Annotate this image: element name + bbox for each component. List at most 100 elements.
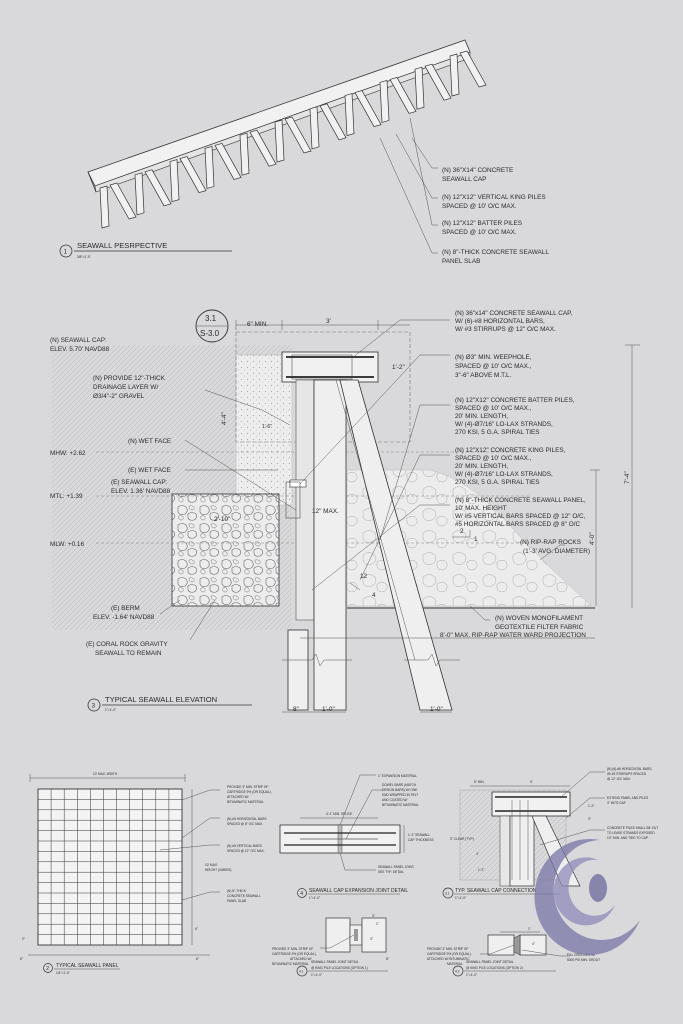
callout-king-l1: (N) 12"X12" VERTICAL KING PILES (442, 194, 546, 201)
note-panel-l4: #5 HORIZONTAL BARS SPACED @ 8" O/C (455, 521, 580, 528)
note-king-l2: SPACED @ 10' O/C MAX., (455, 455, 532, 462)
j1-dim-c: 3" (370, 937, 373, 941)
detail-title: TYPICAL SEAWALL ELEVATION (105, 695, 217, 704)
panel-note-slab-l1: (N) 8"-THICK (227, 889, 247, 893)
detail-title-l2: @ KING PILE LOCATIONS (OPTION 2) (466, 966, 523, 970)
batter-pile (144, 169, 172, 207)
king-pile (449, 53, 460, 97)
cc-dim-clear: 3" CLEAR (TYP.) (450, 837, 474, 841)
note-panel-l3: W/ #5 VERTICAL BARS SPACED @ 12" O/C, (455, 513, 586, 520)
cc-dim-12: 1'-2" (478, 868, 484, 872)
elevation-section-marker: 3.1 S-3.0 (195, 309, 229, 343)
panel-width-label: 10' MAX. WIDTH (93, 772, 118, 776)
panel-note-strip-l3: ATTACHED W/ (227, 795, 249, 799)
callout-panel-l2: PANEL SLAB (442, 258, 480, 265)
elevation-title-block: 3 TYPICAL SEAWALL ELEVATION 1"=1'-0" (87, 695, 252, 712)
cc-note-cut-l1: CONCRETE PILES SHALL BE CUT (607, 826, 658, 830)
king-pile (134, 172, 145, 216)
note-drainage-l3: Ø3/4"-2" GRAVEL (93, 393, 145, 400)
note-batter-l5: 270 KSI, 5 G.A. SPIRAL TIES (455, 429, 540, 436)
dim-bottom-king: 1'-0" (322, 706, 335, 713)
joint-option2-title-block: 4.2 SEAWALL PANEL JOINT DETAIL @ KING PI… (452, 960, 556, 977)
cc-dim-cap: 1'-2" (588, 804, 594, 808)
king-pile (313, 379, 347, 711)
panel-dim-b: 6" (195, 927, 198, 931)
batter-piles (109, 50, 487, 220)
perspective-view (87, 39, 487, 254)
callout-batter-l1: (N) 12"X12" BATTER PILES (442, 220, 522, 227)
note-batter-l4: W/ (4)-Ø7/16" LO-LAX STRANDS, (455, 421, 553, 428)
cap-connection-notes: (N) (6)-#8 HORIZONTAL BARS, W/ #3 STIRRU… (450, 767, 658, 872)
detail-scale: 1"=1'-0" (455, 896, 466, 900)
dim-bottom-batter: 1'-0" (430, 706, 443, 713)
detail-title: TYP. SEAWALL CAP CONNECTION (455, 888, 537, 894)
cc-dim-3in: 3" (588, 817, 591, 821)
batter-pile (389, 76, 417, 114)
note-berm-elev: ELEV. -1.64' NAVD88 (93, 614, 155, 621)
dim-cap-width: 3' (326, 318, 331, 325)
exp-note-material: 1" EXPANSION MATERIAL (378, 774, 417, 778)
j2-note-r2: 5000 PSI MIN. GROUT (567, 958, 600, 962)
dim-bottom-8: 8" (293, 706, 299, 713)
king-pile (239, 132, 250, 176)
expansion-title-block: 4 SEAWALL CAP EXPANSION JOINT DETAIL 1"=… (297, 888, 408, 900)
note-batter-l1: (N) 12"X12" CONCRETE BATTER PILES, (455, 397, 575, 404)
slope-label-2: 2 (460, 528, 464, 535)
perspective-callouts: (N) 36"X14" CONCRETE SEAWALL CAP (N) 12"… (442, 167, 549, 265)
detail-number: 4.2 (455, 970, 460, 974)
label-mtl: MTL: +1.39 (50, 493, 83, 500)
detail-number: 3 (92, 703, 96, 710)
note-king-l1: (N) 12"X12" CONCRETE KING PILES, (455, 447, 566, 454)
cc-note-bars-l3: @ 12" O/C MAX. (607, 777, 631, 781)
king-pile (414, 66, 425, 110)
detail-scale: 1"=1'-0" (105, 708, 116, 712)
callout-king-l2: SPACED @ 10' O/C MAX. (442, 203, 517, 210)
j2-note-r1: FILL GROOVES W/ (567, 953, 595, 957)
j2-dim-b: 4" (532, 942, 535, 946)
note-riprap-l2: (1'-3' AVG. DIAMETER) (523, 548, 590, 555)
dim-cap-height: 1'-2" (392, 364, 405, 371)
cc-note-extend-l1: EXTEND PANEL AND PILES (607, 796, 648, 800)
exp-note-dowel-l2: DESIGN BARS) W/ ONE (382, 788, 417, 792)
j1-dim-a: 3" (372, 914, 375, 918)
note-seawall-cap: (N) SEAWALL CAP: (50, 337, 107, 344)
dim-one-six: 1'-6" (262, 424, 272, 430)
note-existing-cap: (E) SEAWALL CAP: (111, 479, 168, 486)
panel-notes: 10' MAX. WIDTH 10' MAX. HEIGHT (VARIES) … (20, 772, 272, 961)
note-panel-l1: (N) 8"-THICK CONCRETE SEAWALL PANEL, (455, 497, 586, 504)
batter-pile (214, 142, 242, 180)
note-riprap-l1: (N) RIP-RAP ROCKS (520, 539, 581, 546)
exp-note-joint-l1: SEAWALL PANEL JOINT; (378, 865, 414, 869)
detail-title: SEAWALL PESRPECTIVE (77, 241, 167, 250)
note-coral-wall: (E) CORAL ROCK GRAVITY (86, 641, 168, 648)
cc-note-cut-l3: 1'0" MIN. AND TIED TO CAP (607, 836, 648, 840)
exp-note-dowel-l3: END WRAPPED IN FELT (382, 793, 418, 797)
slope-label-1: 1 (474, 536, 478, 543)
exp-note-dowel-l1: DOWEL BARS (MATCH (382, 783, 417, 787)
panel-height-l2: HEIGHT (VARIES) (205, 868, 231, 872)
king-pile (309, 106, 320, 150)
king-pile (274, 119, 285, 163)
batter-pile (179, 156, 207, 194)
callout-cap-l2: SEAWALL CAP (442, 176, 486, 183)
j1-note-l3: ATTACHED W/ (290, 957, 312, 961)
detail-title-l1: SEAWALL PANEL JOINT DETAIL (311, 960, 359, 964)
detail-number: 1 (64, 249, 68, 256)
detail-title: TYPICAL SEAWALL PANEL (56, 963, 119, 969)
exp-note-cap-l1: 1'-2" SEAWALL (408, 833, 430, 837)
joint-option1-title-block: 4.1 SEAWALL PANEL JOINT DETAIL @ KING PI… (296, 960, 388, 977)
panel-note-strip-l4: BITUMINATIC MATERIAL (227, 800, 264, 804)
j2-note-l1: PROVIDE 3" MIN. STRIP OF (427, 947, 468, 951)
batter-pile (319, 103, 347, 141)
note-riprap-projection: 8'-0" MAX. RIP-RAP WATER WARD PROJECTION (440, 632, 586, 639)
cc-dim-6min: 6" MIN. (474, 780, 485, 784)
detail-title: SEAWALL CAP EXPANSION JOINT DETAIL (309, 888, 408, 894)
batter-pile (354, 90, 382, 128)
label-mlw: MLW: +0.16 (50, 541, 84, 548)
note-weep-l2: SPACED @ 10' O/C MAX., (455, 363, 532, 370)
exp-note-cap-l2: CAP THICKNESS (408, 838, 434, 842)
company-logo (534, 838, 640, 955)
note-cap-l2: W/ (6)-#8 HORIZONTAL BARS, (455, 318, 545, 325)
batter-pile (109, 182, 137, 220)
